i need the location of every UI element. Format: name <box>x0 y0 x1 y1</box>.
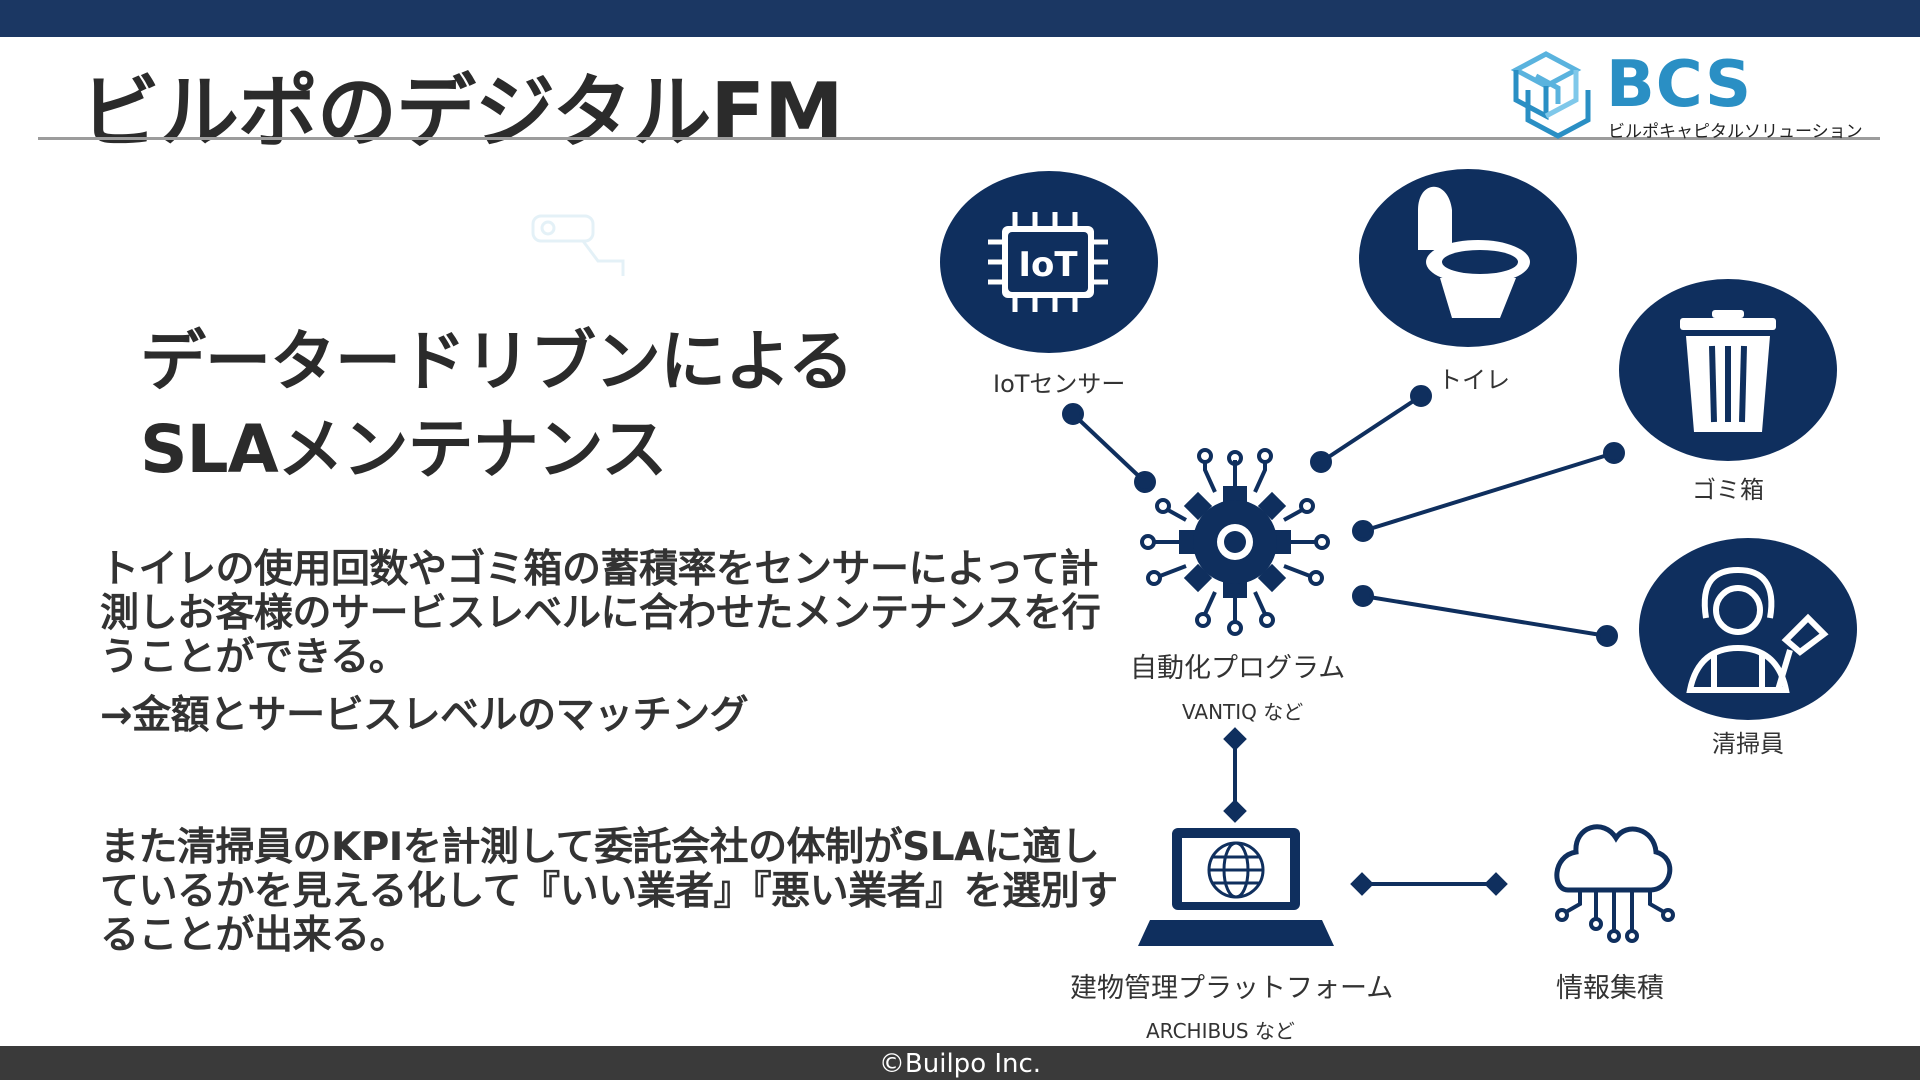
iot-chip-text: IoT <box>1018 245 1078 285</box>
logo-text: BCS <box>1606 48 1753 122</box>
platform-vendor-label: ARCHIBUS など <box>1146 1019 1295 1043</box>
gear-circuit-icon <box>1140 448 1330 636</box>
paragraph-sensor: トイレの使用回数やゴミ箱の蓄積率をセンサーによって計測しお客様のサービスレベルに… <box>100 547 1101 680</box>
cloud-network-icon <box>1554 824 1675 943</box>
section-heading: データードリブンによる SLAメンテナンス <box>140 318 854 494</box>
footer-bar: ©Builpo Inc. <box>0 1046 1920 1080</box>
toilet-icon <box>1359 169 1577 347</box>
heading-line-2: SLAメンテナンス <box>140 411 667 488</box>
iot-sensor-label: IoTセンサー <box>993 370 1126 398</box>
platform-label: 建物管理プラットフォーム <box>1070 973 1394 1004</box>
connector-lines <box>1062 385 1625 896</box>
data-accumulation-label: 情報集積 <box>1556 973 1664 1004</box>
heading-line-1: データードリブンによる <box>140 323 854 400</box>
toilet-label: トイレ <box>1438 366 1510 394</box>
bcs-logo-icon <box>1510 51 1591 139</box>
page-title: ビルポのデジタルFM <box>80 66 844 159</box>
laptop-globe-icon <box>1138 828 1334 946</box>
trash-label: ゴミ箱 <box>1692 476 1764 504</box>
title-divider <box>38 137 1880 140</box>
top-bar <box>0 0 1920 37</box>
security-camera-icon <box>531 214 625 276</box>
automation-vendor-label: VANTIQ など <box>1182 700 1304 724</box>
automation-program-label: 自動化プログラム <box>1130 653 1346 684</box>
iot-chip-icon: IoT <box>940 171 1158 353</box>
cleaner-label: 清掃員 <box>1712 730 1784 758</box>
paragraph-matching: →金額とサービスレベルのマッチング <box>100 693 749 738</box>
logo-subtitle: ビルポキャピタルソリューション <box>1608 122 1863 142</box>
copyright-text: ©Builpo Inc. <box>878 1049 1042 1079</box>
paragraph-kpi: また清掃員のKPIを計測して委託会社の体制がSLAに適しているかを見える化して『… <box>100 825 1118 958</box>
trash-can-icon <box>1619 279 1837 461</box>
cleaner-icon <box>1639 538 1857 720</box>
